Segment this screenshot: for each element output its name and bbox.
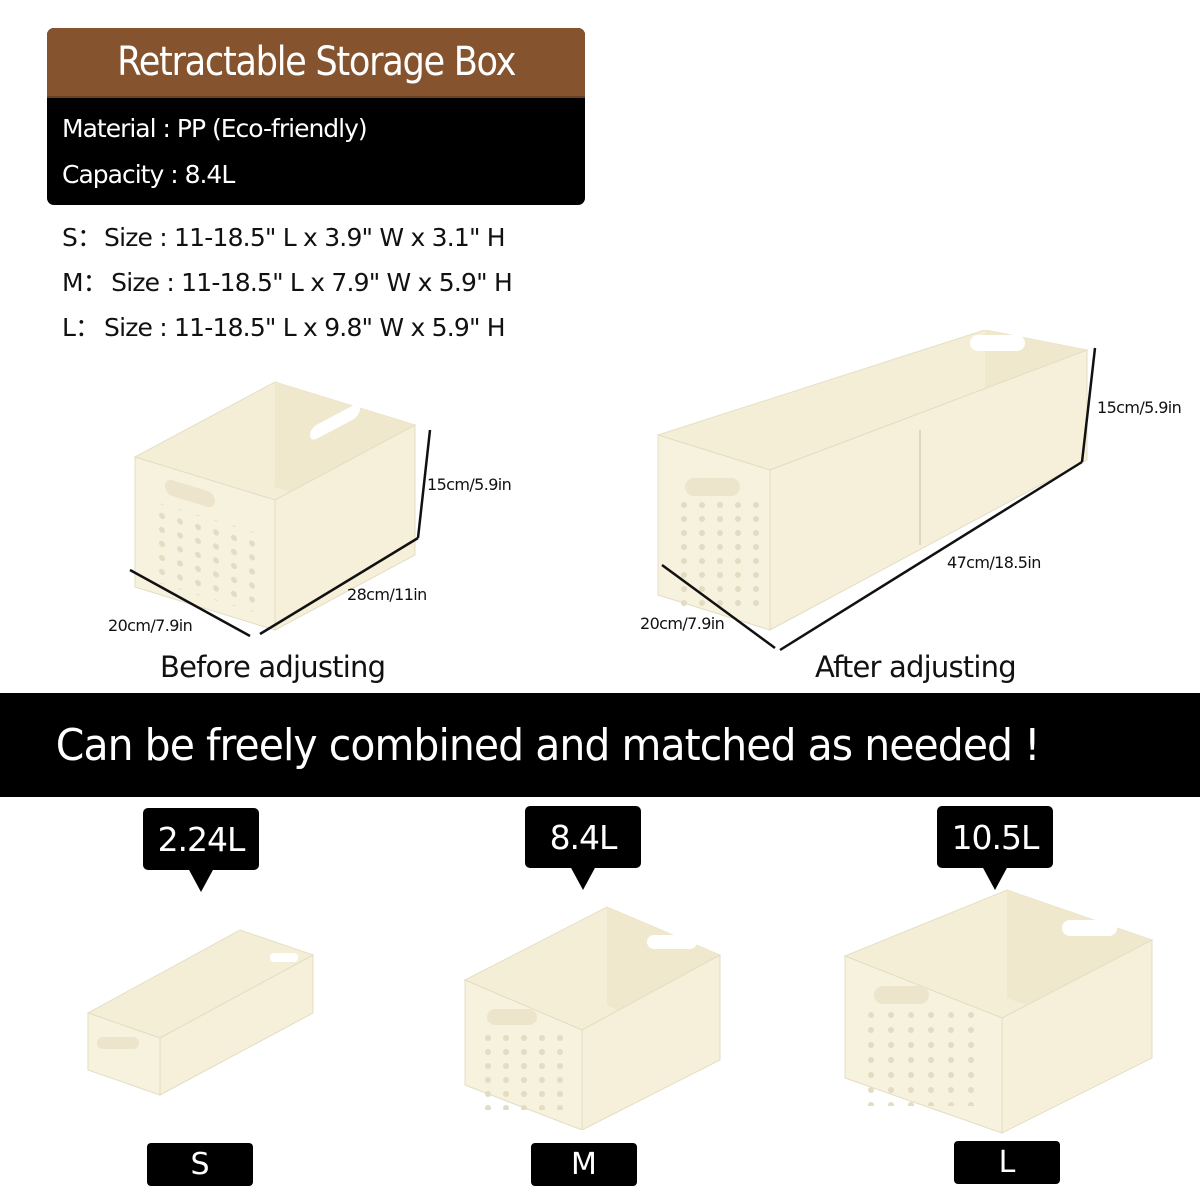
after-length-label: 47cm/18.5in: [947, 553, 1041, 572]
size-row-s: S：Size : 11-18.5" L x 3.9" W x 3.1" H: [62, 215, 512, 260]
banner-text: Can be freely combined and matched as ne…: [55, 719, 1041, 771]
before-length-label: 28cm/11in: [347, 585, 427, 604]
size-key: L：: [62, 313, 100, 342]
size-key: S：: [62, 223, 102, 252]
capacity-value: 2.24L: [157, 819, 246, 859]
product-title-card: Retractable Storage Box Material : PP (E…: [47, 28, 585, 205]
size-tag-s: S: [147, 1143, 253, 1186]
size-text: Size : 11-18.5" L x 9.8" W x 5.9" H: [104, 313, 506, 342]
after-height-label: 15cm/5.9in: [1097, 398, 1182, 417]
size-row-m: M： Size : 11-18.5" L x 7.9" W x 5.9" H: [62, 260, 513, 305]
size-letter: L: [998, 1145, 1016, 1180]
box-before-illustration: [129, 381, 432, 638]
capacity-callout-s: 2.24L: [143, 808, 259, 870]
box-s-illustration: [86, 929, 315, 1096]
size-tag-m: M: [531, 1143, 637, 1186]
after-caption: After adjusting: [815, 650, 1017, 684]
before-width-label: 20cm/7.9in: [108, 616, 193, 635]
box-after-illustration: [656, 330, 1097, 652]
before-height-label: 15cm/5.9in: [427, 475, 512, 494]
capacity-callout-l: 10.5L: [937, 806, 1053, 868]
size-text: Size : 11-18.5" L x 7.9" W x 5.9" H: [104, 268, 513, 297]
capacity-spec: Capacity : 8.4L: [62, 160, 235, 189]
size-text: Size : 11-18.5" L x 3.9" W x 3.1" H: [104, 223, 506, 252]
after-width-label: 20cm/7.9in: [640, 614, 725, 633]
capacity-callout-m: 8.4L: [525, 806, 641, 868]
title-bar: Retractable Storage Box: [47, 28, 585, 98]
box-m-illustration: [463, 906, 722, 1130]
size-list: S：Size : 11-18.5" L x 3.9" W x 3.1" H M：…: [62, 215, 513, 350]
combine-banner: Can be freely combined and matched as ne…: [0, 693, 1200, 797]
material-spec: Material : PP (Eco-friendly): [62, 114, 368, 143]
capacity-value: 10.5L: [951, 817, 1040, 857]
size-row-l: L：Size : 11-18.5" L x 9.8" W x 5.9" H: [62, 305, 512, 350]
size-letter: M: [571, 1147, 597, 1182]
size-letter: S: [190, 1147, 210, 1182]
size-tag-l: L: [954, 1141, 1060, 1184]
before-caption: Before adjusting: [160, 650, 386, 684]
size-key: M：: [62, 268, 108, 297]
box-l-illustration: [843, 889, 1154, 1134]
product-title: Retractable Storage Box: [116, 39, 516, 85]
capacity-value: 8.4L: [549, 817, 618, 857]
